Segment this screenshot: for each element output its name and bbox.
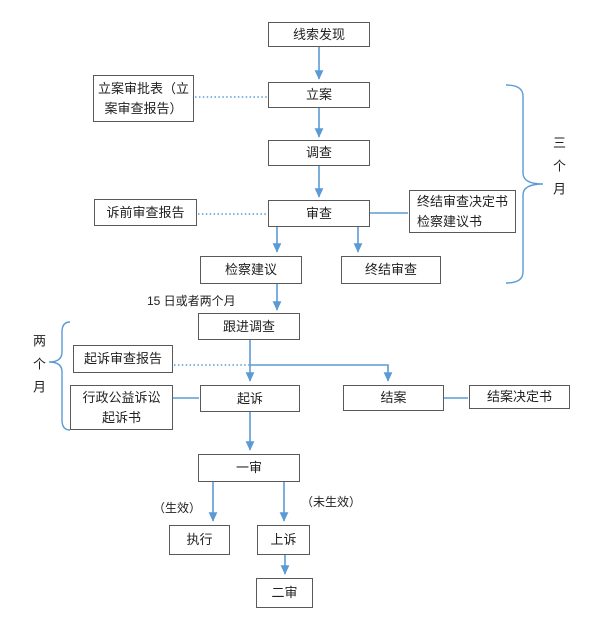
node-prosecution-review-report: 起诉审查报告 (73, 345, 173, 373)
node-terminate-review: 终结审查 (341, 256, 441, 284)
node-investigation: 调查 (268, 140, 370, 166)
brace-two-months (48, 321, 71, 431)
label-deadline-15-days: 15 日或者两个月 (147, 294, 236, 308)
node-second-instance: 二审 (256, 578, 313, 608)
node-termination-docs: 终结审查决定书 检察建议书 (409, 190, 516, 233)
label-not-effective: （未生效） (301, 495, 362, 509)
node-admin-pil-indictment: 行政公益诉讼 起诉书 (70, 385, 173, 430)
node-clue-discovery: 线索发现 (268, 22, 370, 47)
node-review: 审查 (268, 200, 370, 227)
node-pre-litigation-report: 诉前审查报告 (94, 199, 197, 226)
node-appeal: 上诉 (257, 525, 310, 555)
label-two-months: 两个月 (31, 334, 46, 403)
node-case-filing: 立案 (268, 82, 370, 108)
label-effective: （生效） (153, 501, 202, 515)
node-prosecute: 起诉 (200, 385, 300, 412)
node-close-case: 结案 (343, 385, 444, 411)
label-three-months: 三个月 (551, 136, 566, 205)
arrow-followup-to-close (250, 364, 393, 382)
node-closing-decision: 结案决定书 (469, 385, 570, 409)
node-follow-up-investigation: 跟进调查 (198, 313, 300, 340)
node-procuratorial-suggestion: 检察建议 (200, 256, 302, 284)
node-execute: 执行 (169, 525, 230, 555)
node-first-instance: 一审 (198, 454, 300, 482)
brace-three-months (505, 84, 544, 284)
node-filing-approval-form: 立案审批表（立 案审查报告） (93, 75, 194, 122)
